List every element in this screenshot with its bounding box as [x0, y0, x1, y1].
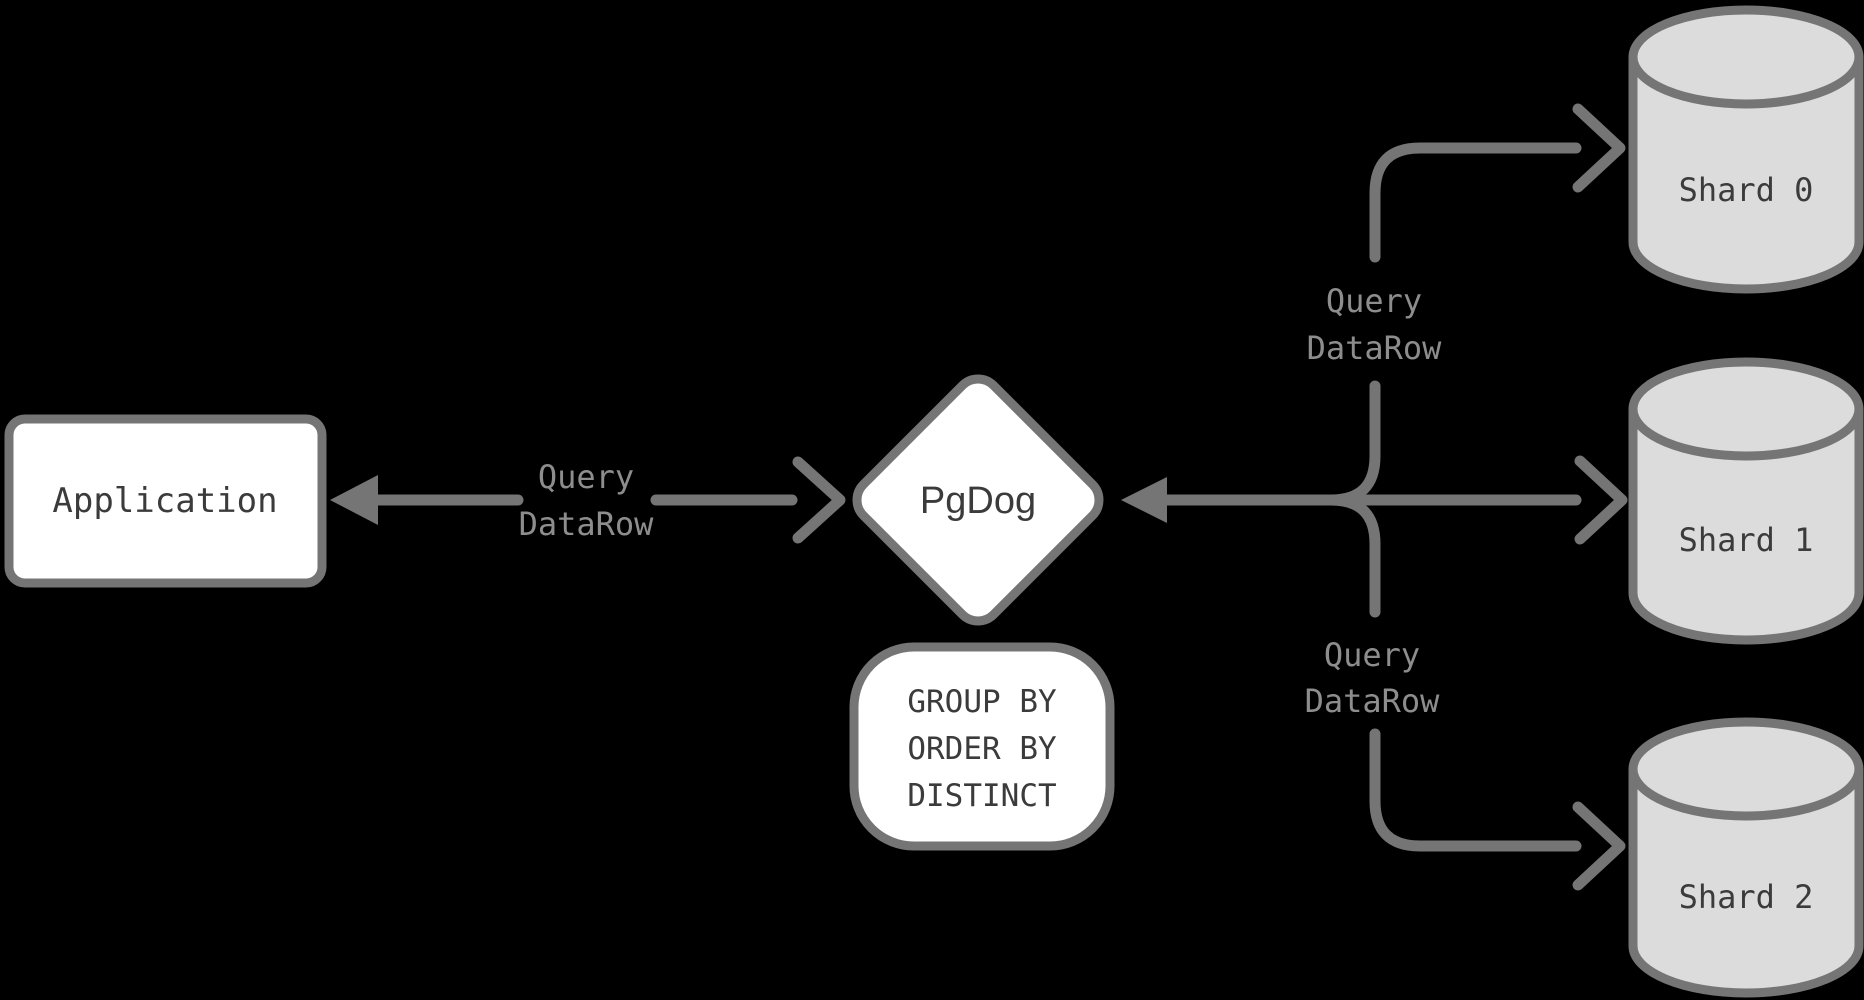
- operations-line-group-by: GROUP BY: [907, 684, 1057, 720]
- shard-1-cylinder-body: [1628, 409, 1864, 645]
- edge-app-pgdog-label-datarow: DataRow: [519, 505, 655, 543]
- edge-shard0-upper-line: [1369, 142, 1582, 263]
- edge-pgdog-shard0: Query DataRow: [1307, 103, 1626, 506]
- operations-node: GROUP BY ORDER BY DISTINCT: [849, 642, 1115, 851]
- shard-0-cylinder-body: [1628, 57, 1864, 294]
- shard-0-label: Shard 0: [1679, 171, 1814, 209]
- edge-pgdog-shard1: [1121, 455, 1628, 545]
- application-box: [4, 414, 327, 588]
- shard-1-cylinder-top: [1628, 357, 1864, 461]
- edge-shard0-label-datarow: DataRow: [1307, 329, 1443, 367]
- pgdog-node: PgDog: [852, 374, 1104, 626]
- shard-0-cylinder-top: [1628, 5, 1864, 109]
- operations-line-distinct: DISTINCT: [907, 778, 1056, 814]
- shard-2-cylinder-top: [1628, 717, 1864, 821]
- shard-2-node: Shard 2: [1628, 717, 1864, 998]
- application-label: Application: [52, 481, 277, 521]
- arrowhead-to-pgdog-chevron: [792, 456, 846, 544]
- operations-box: [849, 642, 1115, 851]
- arrowhead-to-shard1-chevron: [1574, 455, 1628, 545]
- edge-shard2-merge-line: [1325, 494, 1381, 618]
- arrowhead-to-shard2-chevron: [1572, 801, 1626, 891]
- pgdog-label: PgDog: [920, 480, 1036, 522]
- operations-line-order-by: ORDER BY: [907, 731, 1057, 767]
- edge-shard0-merge-line: [1325, 380, 1381, 506]
- arrowhead-to-application: [330, 475, 378, 525]
- arrowhead-to-shard0-chevron: [1572, 103, 1626, 193]
- pgdog-diamond: [852, 374, 1104, 626]
- edge-pgdog-shard2: Query DataRow: [1305, 494, 1626, 891]
- application-node: Application: [4, 414, 327, 588]
- shard-2-label: Shard 2: [1679, 878, 1814, 916]
- edge-shard2-label-query: Query: [1324, 636, 1420, 674]
- edge-app-pgdog: Query DataRow: [330, 456, 846, 544]
- edge-shard2-label-datarow: DataRow: [1305, 682, 1441, 720]
- shard-1-label: Shard 1: [1679, 521, 1814, 559]
- arrowhead-to-pgdog-filled: [1121, 477, 1167, 523]
- shard-1-node: Shard 1: [1628, 357, 1864, 645]
- edge-shard2-lower-line: [1369, 728, 1582, 852]
- edge-shard0-label-query: Query: [1326, 282, 1422, 320]
- shard-2-cylinder-body: [1628, 769, 1864, 998]
- edge-app-pgdog-label-query: Query: [538, 458, 634, 496]
- shard-0-node: Shard 0: [1628, 5, 1864, 294]
